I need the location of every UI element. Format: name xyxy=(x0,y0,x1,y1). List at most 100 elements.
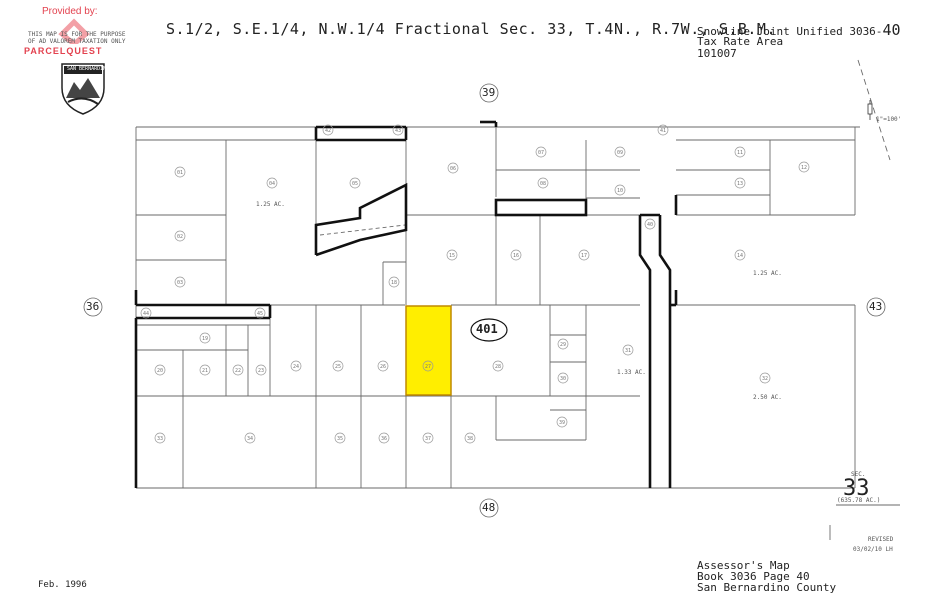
parcel-marker xyxy=(537,177,549,189)
scale-label: 1"=100' xyxy=(876,116,902,123)
parcel-number: 13 xyxy=(737,181,743,187)
disclaimer-line-2: OF AD VALOREM TAXATION ONLY xyxy=(28,38,126,45)
parcel-number: 03 xyxy=(177,280,183,286)
county-name: San Bernardino County xyxy=(697,581,837,594)
parcel-marker xyxy=(378,432,390,444)
parcel-marker xyxy=(140,307,152,319)
parcel-number: 19 xyxy=(202,336,208,342)
parcel-number: 08 xyxy=(540,181,546,187)
parcel-marker xyxy=(657,124,669,136)
parcel-number: 21 xyxy=(202,368,208,374)
parcel-number: 26 xyxy=(380,364,386,370)
parcelquest-logo-icon xyxy=(58,18,90,44)
parcel-number: 31 xyxy=(625,348,631,354)
highlighted-parcel xyxy=(405,305,452,396)
parcel-marker xyxy=(759,372,771,384)
road-label-oval xyxy=(470,318,508,342)
parcel-marker xyxy=(644,218,656,230)
parcel-number: 27 xyxy=(425,364,431,370)
revised-date: 03/02/10 LH xyxy=(853,546,893,553)
parcel-number: 11 xyxy=(737,150,743,156)
parcel-number: 34 xyxy=(247,436,253,442)
parcel-marker xyxy=(422,432,434,444)
map-title: S.1/2, S.E.1/4, N.W.1/4 Fractional Sec. … xyxy=(166,20,776,38)
disclaimer-line-1: THIS MAP IS FOR THE PURPOSE xyxy=(28,31,126,38)
section-label: SEC. xyxy=(851,471,866,478)
parcel-number: 39 xyxy=(559,420,565,426)
parcel-marker xyxy=(290,360,302,372)
parcel-marker xyxy=(798,161,810,173)
county-seal-icon xyxy=(61,63,105,115)
parcel-number: 17 xyxy=(581,253,587,259)
parcel-marker xyxy=(332,360,344,372)
parcel-number: 15 xyxy=(449,253,455,259)
parcel-number: 32 xyxy=(762,376,768,382)
acreage-label: 1.25 AC. xyxy=(753,270,782,277)
seal-text: SAN BERNARDINO xyxy=(67,66,110,72)
parcel-marker xyxy=(464,432,476,444)
parcel-number: 10 xyxy=(617,188,623,194)
parcel-marker xyxy=(392,124,404,136)
parcel-marker xyxy=(510,249,522,261)
parcel-number: 16 xyxy=(513,253,519,259)
parcel-marker xyxy=(556,416,568,428)
book-page: Book 3036 Page 40 xyxy=(697,570,810,583)
adjacent-page-right: 43 xyxy=(869,300,883,313)
parcel-marker xyxy=(199,332,211,344)
parcel-number: 18 xyxy=(391,280,397,286)
parcel-marker xyxy=(154,432,166,444)
parcel-marker xyxy=(557,338,569,350)
parcel-number: 44 xyxy=(143,311,149,317)
parcel-marker xyxy=(199,364,211,376)
parcel-marker xyxy=(174,166,186,178)
adjacent-page-top: 39 xyxy=(482,86,496,99)
parcel-number: 30 xyxy=(560,376,566,382)
tax-rate-value: 101007 xyxy=(697,47,737,60)
parcel-marker xyxy=(734,249,746,261)
district-code: 40 xyxy=(882,21,901,39)
parcel-marker xyxy=(232,364,244,376)
parcel-number: 40 xyxy=(647,222,653,228)
parcel-number: 42 xyxy=(325,128,331,134)
parcel-marker xyxy=(174,230,186,242)
parcel-number: 14 xyxy=(737,253,743,259)
parcel-number: 41 xyxy=(660,128,666,134)
parcel-number: 24 xyxy=(293,364,299,370)
parcel-number: 12 xyxy=(801,165,807,171)
parcel-number: 43 xyxy=(395,128,401,134)
road-number: 401 xyxy=(476,322,498,336)
acreage-label: 2.50 AC. xyxy=(753,394,782,401)
parcel-marker xyxy=(535,146,547,158)
parcel-number: 29 xyxy=(560,342,566,348)
parcel-marker xyxy=(492,360,504,372)
parcel-number: 07 xyxy=(538,150,544,156)
parcel-marker xyxy=(622,344,634,356)
parcel-number: 01 xyxy=(177,170,183,176)
parcel-marker xyxy=(388,276,400,288)
parcel-number: 36 xyxy=(381,436,387,442)
parcel-number: 05 xyxy=(352,181,358,187)
parcel-marker xyxy=(266,177,278,189)
parcel-marker xyxy=(447,162,459,174)
parcel-marker xyxy=(377,360,389,372)
adjacent-page-bottom: 48 xyxy=(482,501,496,514)
parcel-number: 37 xyxy=(425,436,431,442)
acreage-label: 1.33 AC. xyxy=(617,369,646,376)
parcel-number: 09 xyxy=(617,150,623,156)
section-number: 33 xyxy=(843,476,870,501)
parcel-number: 06 xyxy=(450,166,456,172)
parcel-marker xyxy=(349,177,361,189)
parcel-marker xyxy=(614,184,626,196)
parcel-marker xyxy=(557,372,569,384)
parcel-marker xyxy=(578,249,590,261)
tax-rate-label: Tax Rate Area xyxy=(697,35,784,48)
acreage-label: 1.25 AC. xyxy=(256,201,285,208)
parcel-number: 25 xyxy=(335,364,341,370)
parcel-number: 45 xyxy=(257,311,263,317)
parcel-number: 20 xyxy=(157,368,163,374)
parcel-marker xyxy=(734,177,746,189)
section-acres: (635.78 AC.) xyxy=(837,497,881,504)
school-district: Snowline Joint Unified 3036-40 xyxy=(697,21,901,39)
parcel-number: 02 xyxy=(177,234,183,240)
